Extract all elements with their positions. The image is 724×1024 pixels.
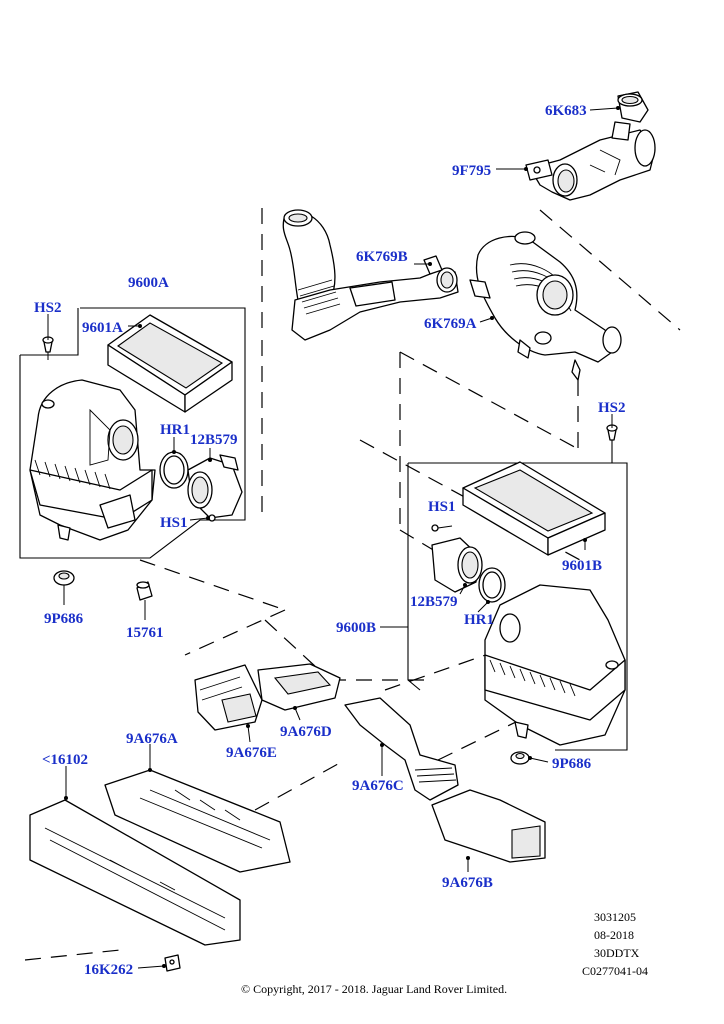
callout-HS1-left: HS1 <box>160 515 188 531</box>
air-duct-6K769B <box>282 209 459 341</box>
seal-HR1-right <box>478 567 506 603</box>
air-duct-6K769A <box>469 231 622 381</box>
callout-9601A: 9601A <box>82 320 123 336</box>
bush-15761 <box>136 581 153 620</box>
callout-dots <box>64 106 620 968</box>
callout-9P686-right: 9P686 <box>552 756 592 772</box>
callout-9601B: 9601B <box>562 558 602 574</box>
reference-illustration-id: C0277041-04 <box>582 964 648 978</box>
air-filter-element-9601B <box>462 461 606 556</box>
callout-12B579-right: 12B579 <box>410 594 458 610</box>
callout-HS1-right: HS1 <box>428 499 456 515</box>
callout-6K683: 6K683 <box>545 103 587 119</box>
callout-9F795: 9F795 <box>452 163 491 179</box>
air-cleaner-housing-right <box>484 584 626 746</box>
callout-6K769A: 6K769A <box>424 316 477 332</box>
callout-HS2-left: HS2 <box>34 300 62 316</box>
mass-air-flow-sensor-12B579-right <box>431 537 483 593</box>
callout-HS2-right: HS2 <box>598 400 626 416</box>
radiator-cover-16102 <box>29 799 241 946</box>
callout-15761: 15761 <box>126 625 164 641</box>
callout-6K769B: 6K769B <box>356 249 408 265</box>
fastener-HS2-left <box>42 336 54 360</box>
sensor-6K683 <box>611 91 649 141</box>
clip-16K262 <box>164 954 181 972</box>
air-cleaner-housing-left <box>29 379 156 541</box>
screw-HS1-right <box>431 524 453 532</box>
air-duct-9A676B <box>431 789 546 863</box>
callout-12B579-left: 12B579 <box>190 432 238 448</box>
copyright-notice: © Copyright, 2017 - 2018. Jaguar Land Ro… <box>241 982 507 996</box>
callout-16K262: 16K262 <box>84 962 133 978</box>
grommet-9P686-right <box>510 751 530 765</box>
callout-9A676E: 9A676E <box>226 745 277 761</box>
callout-9A676B: 9A676B <box>442 875 493 891</box>
reference-model: 30DDTX <box>594 946 640 960</box>
callout-9A676D: 9A676D <box>280 724 332 740</box>
air-duct-9A676D <box>257 663 341 711</box>
callout-HR1-right: HR1 <box>464 612 494 628</box>
seal-HR1-left <box>159 451 189 489</box>
callout-9P686-left: 9P686 <box>44 611 84 627</box>
callout-16102: <16102 <box>42 752 88 768</box>
air-intake-duct-9F795 <box>525 129 656 201</box>
callout-labels: 6K683 9F795 6K769B 6K769A 9600A HS2 9601… <box>34 103 626 978</box>
mass-air-flow-sensor-12B579-left <box>187 454 243 519</box>
air-filter-element-9601A <box>107 314 233 413</box>
grommet-9P686-left <box>53 570 75 605</box>
callout-9600B: 9600B <box>336 620 376 636</box>
callout-9A676C: 9A676C <box>352 778 404 794</box>
callout-9600A: 9600A <box>128 275 169 291</box>
reference-code: 3031205 <box>594 910 636 924</box>
air-duct-9A676C <box>344 697 459 801</box>
callout-9A676A: 9A676A <box>126 731 178 747</box>
air-duct-9A676E <box>194 664 263 731</box>
drawing-reference-block: 3031205 08-2018 30DDTX C0277041-04 <box>582 910 648 978</box>
callout-HR1-left: HR1 <box>160 422 190 438</box>
reference-date: 08-2018 <box>594 928 634 942</box>
